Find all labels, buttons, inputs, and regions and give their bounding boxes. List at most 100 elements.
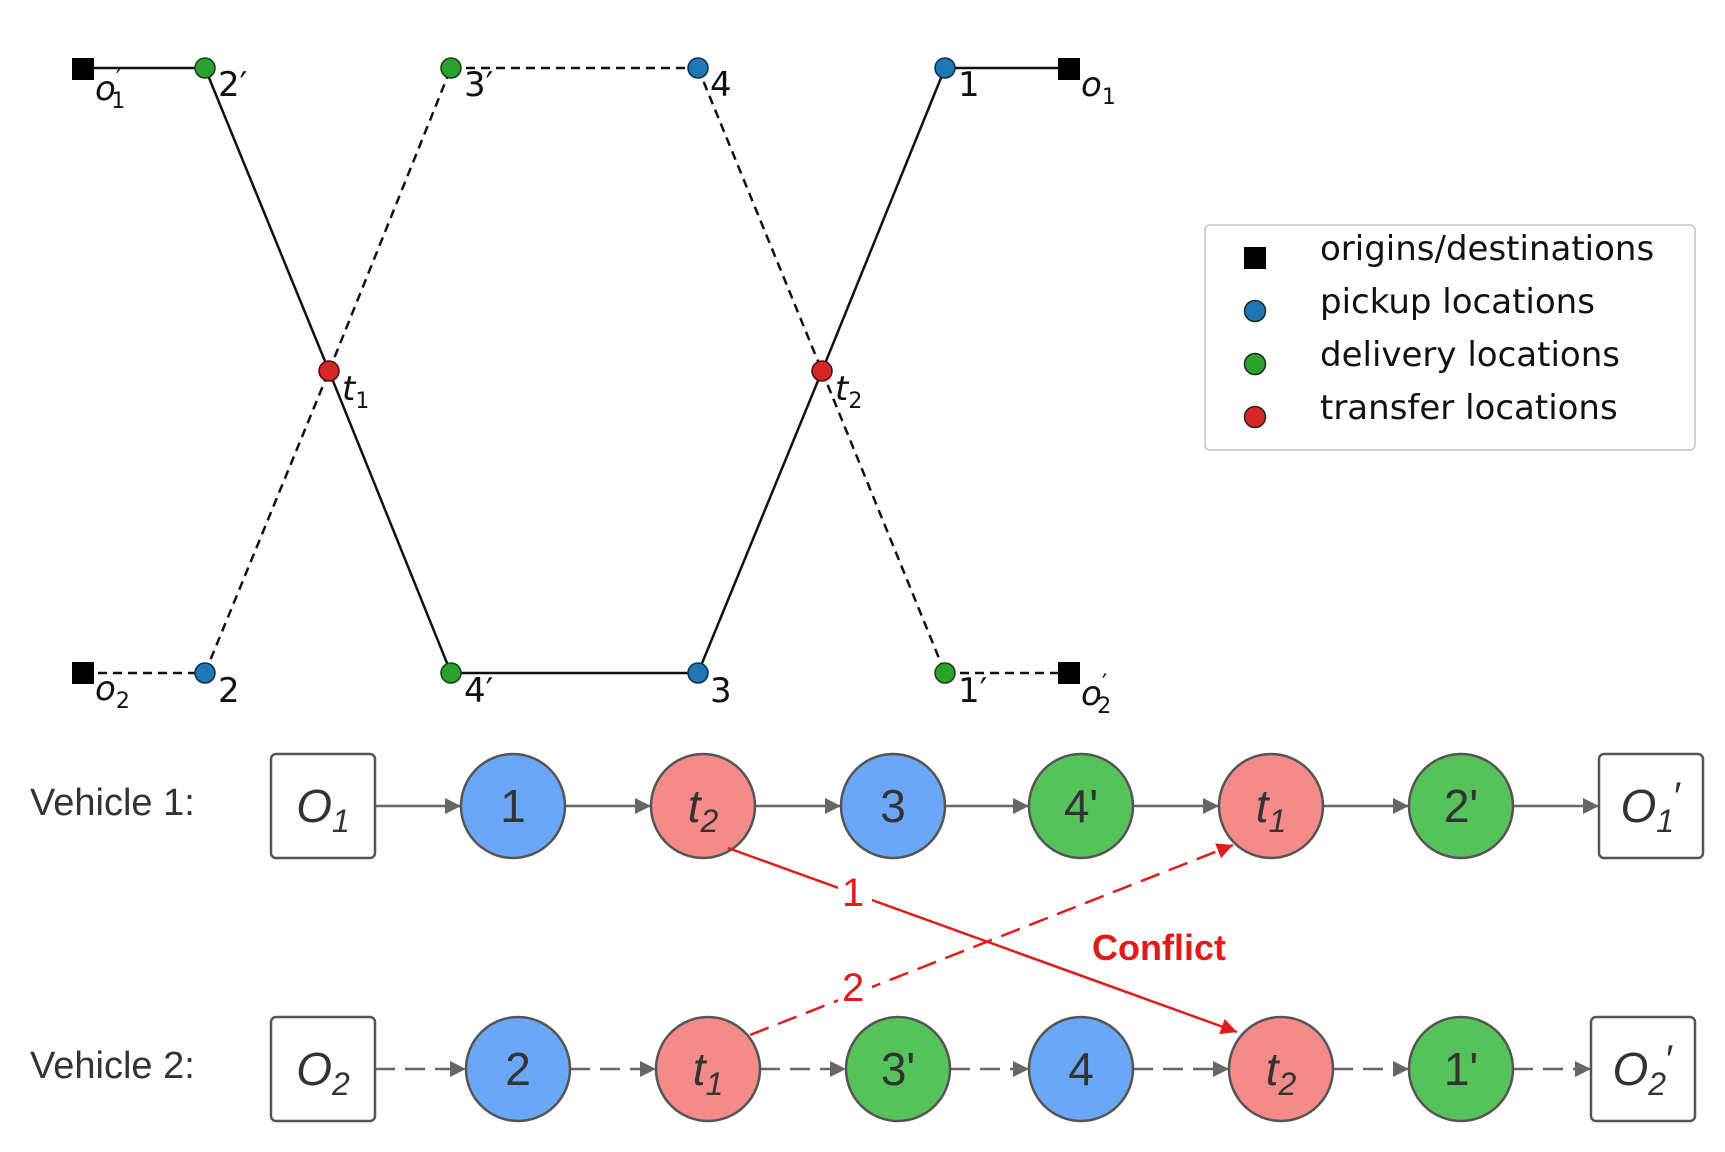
legend-label: pickup locations: [1320, 282, 1595, 322]
origin-o1-prime-marker: [72, 58, 94, 80]
node-label: t2: [1266, 1043, 1297, 1102]
node-circle: [1407, 1015, 1515, 1123]
delivery-3p-marker: [440, 57, 462, 79]
node-label: 1': [1444, 1043, 1478, 1095]
label-t2: t2: [835, 369, 862, 414]
node-label: t1: [693, 1043, 724, 1102]
depot-box: [269, 752, 377, 860]
depot-box: [269, 1015, 377, 1123]
green-node: 3': [844, 1015, 952, 1123]
legend-item: delivery locations: [1243, 335, 1620, 376]
blue-node: 4: [1027, 1015, 1135, 1123]
transfer-t2-marker: [811, 360, 833, 382]
conflict-label: Conflict: [1092, 927, 1226, 968]
pickup-1-marker: [934, 57, 956, 79]
label-3: 3: [710, 671, 732, 711]
blue-node: 2: [464, 1015, 572, 1123]
origin-o1-marker: [1058, 58, 1080, 80]
conflict-arrow-2-label: 2: [842, 966, 864, 1010]
node-label: 4': [1064, 780, 1098, 832]
node-circle: [1217, 752, 1325, 860]
legend-circle-icon: [1243, 299, 1267, 323]
red-node: t2: [649, 752, 757, 860]
legend-label: transfer locations: [1320, 388, 1618, 428]
vehicle1-label: Vehicle 1:: [30, 782, 195, 824]
delivery-2p-marker: [194, 57, 216, 79]
legend-label: delivery locations: [1320, 335, 1620, 375]
vehicle2-route-dashed: [83, 66, 1069, 675]
blue-node: 3: [839, 752, 947, 860]
label-4: 4: [710, 65, 732, 105]
node-label: t2: [688, 780, 719, 839]
red-node: t2: [1227, 1015, 1335, 1123]
vehicle1-route-solid: [83, 66, 1069, 675]
node-label: O1: [296, 780, 350, 839]
origin-o2-prime-marker: [1058, 662, 1080, 684]
node-circle: [844, 1015, 952, 1123]
node-label: t1: [1256, 780, 1287, 839]
node-circle: [1407, 752, 1515, 860]
node-circle: [1227, 1015, 1335, 1123]
delivery-4p-marker: [440, 662, 462, 684]
node-circle: [464, 1015, 572, 1123]
green-node: 4': [1027, 752, 1135, 860]
node-circle: [649, 752, 757, 860]
node-label: 4: [1068, 1043, 1094, 1095]
node-label: O1′: [1620, 775, 1681, 839]
label-3-prime: 3′: [464, 65, 493, 105]
green-node: 2': [1407, 752, 1515, 860]
depot-box: [1589, 1015, 1697, 1123]
label-o2-prime: o′2: [1081, 669, 1111, 719]
delivery-1p-marker: [934, 662, 956, 684]
legend-item: transfer locations: [1243, 388, 1618, 429]
label-1: 1: [958, 65, 980, 105]
conflict-arrow-1-label: 1: [842, 871, 864, 915]
label-o2: o2: [95, 669, 130, 714]
node-circle: [839, 752, 947, 860]
depot-node: O1: [269, 752, 377, 860]
pickup-3-marker: [687, 662, 709, 684]
vehicle1-sequence: O1 1 t2 3 4' t1 2' O1′: [269, 752, 1705, 860]
pickup-4-marker: [687, 57, 709, 79]
label-1-prime: 1′: [958, 671, 987, 711]
pickup-2-marker: [194, 662, 216, 684]
node-label: 2: [505, 1043, 531, 1095]
depot-box: [1597, 752, 1705, 860]
blue-node: 1: [459, 752, 567, 860]
depot-node: O1′: [1597, 752, 1705, 860]
vehicle2-sequence: O2 2 t1 3' 4 t2 1' O2′: [269, 1015, 1697, 1123]
label-o1: o1: [1081, 65, 1116, 110]
legend-square-icon: [1244, 247, 1266, 269]
label-t1: t1: [342, 369, 369, 414]
node-label: 3': [881, 1043, 915, 1095]
label-4-prime: 4′: [464, 671, 493, 711]
legend: origins/destinations pickup locations deli…: [1204, 224, 1696, 451]
origin-o2-marker: [72, 662, 94, 684]
node-label: O2′: [1612, 1038, 1673, 1102]
legend-frame: [1204, 224, 1696, 451]
node-label: 1: [500, 780, 526, 832]
legend-circle-icon: [1243, 405, 1267, 429]
node-circle: [459, 752, 567, 860]
legend-label: origins/destinations: [1320, 229, 1654, 269]
label-o1-prime: o′1: [95, 64, 125, 114]
label-2: 2: [218, 671, 240, 711]
green-node: 1': [1407, 1015, 1515, 1123]
node-circle: [1027, 1015, 1135, 1123]
red-node: t1: [1217, 752, 1325, 860]
label-2-prime: 2′: [218, 65, 247, 105]
legend-item: origins/destinations: [1244, 229, 1654, 269]
node-label: 2': [1444, 780, 1478, 832]
legend-circle-icon: [1243, 352, 1267, 376]
vehicle2-label: Vehicle 2:: [30, 1045, 195, 1087]
conflict-arrows: 1 2 Conflict: [727, 843, 1238, 1037]
conflict-arrow-2: [749, 843, 1234, 1037]
depot-node: O2′: [1589, 1015, 1697, 1123]
node-label: 3: [880, 780, 906, 832]
red-node: t1: [654, 1015, 762, 1123]
node-circle: [654, 1015, 762, 1123]
conflict-arrow-1: [727, 846, 1238, 1035]
route-map: o′1 2′ 3′ 4 1 o1 t1 t2 o2 2 4′ 3 1′ o′2: [72, 57, 1116, 719]
node-label: O2: [296, 1043, 350, 1102]
